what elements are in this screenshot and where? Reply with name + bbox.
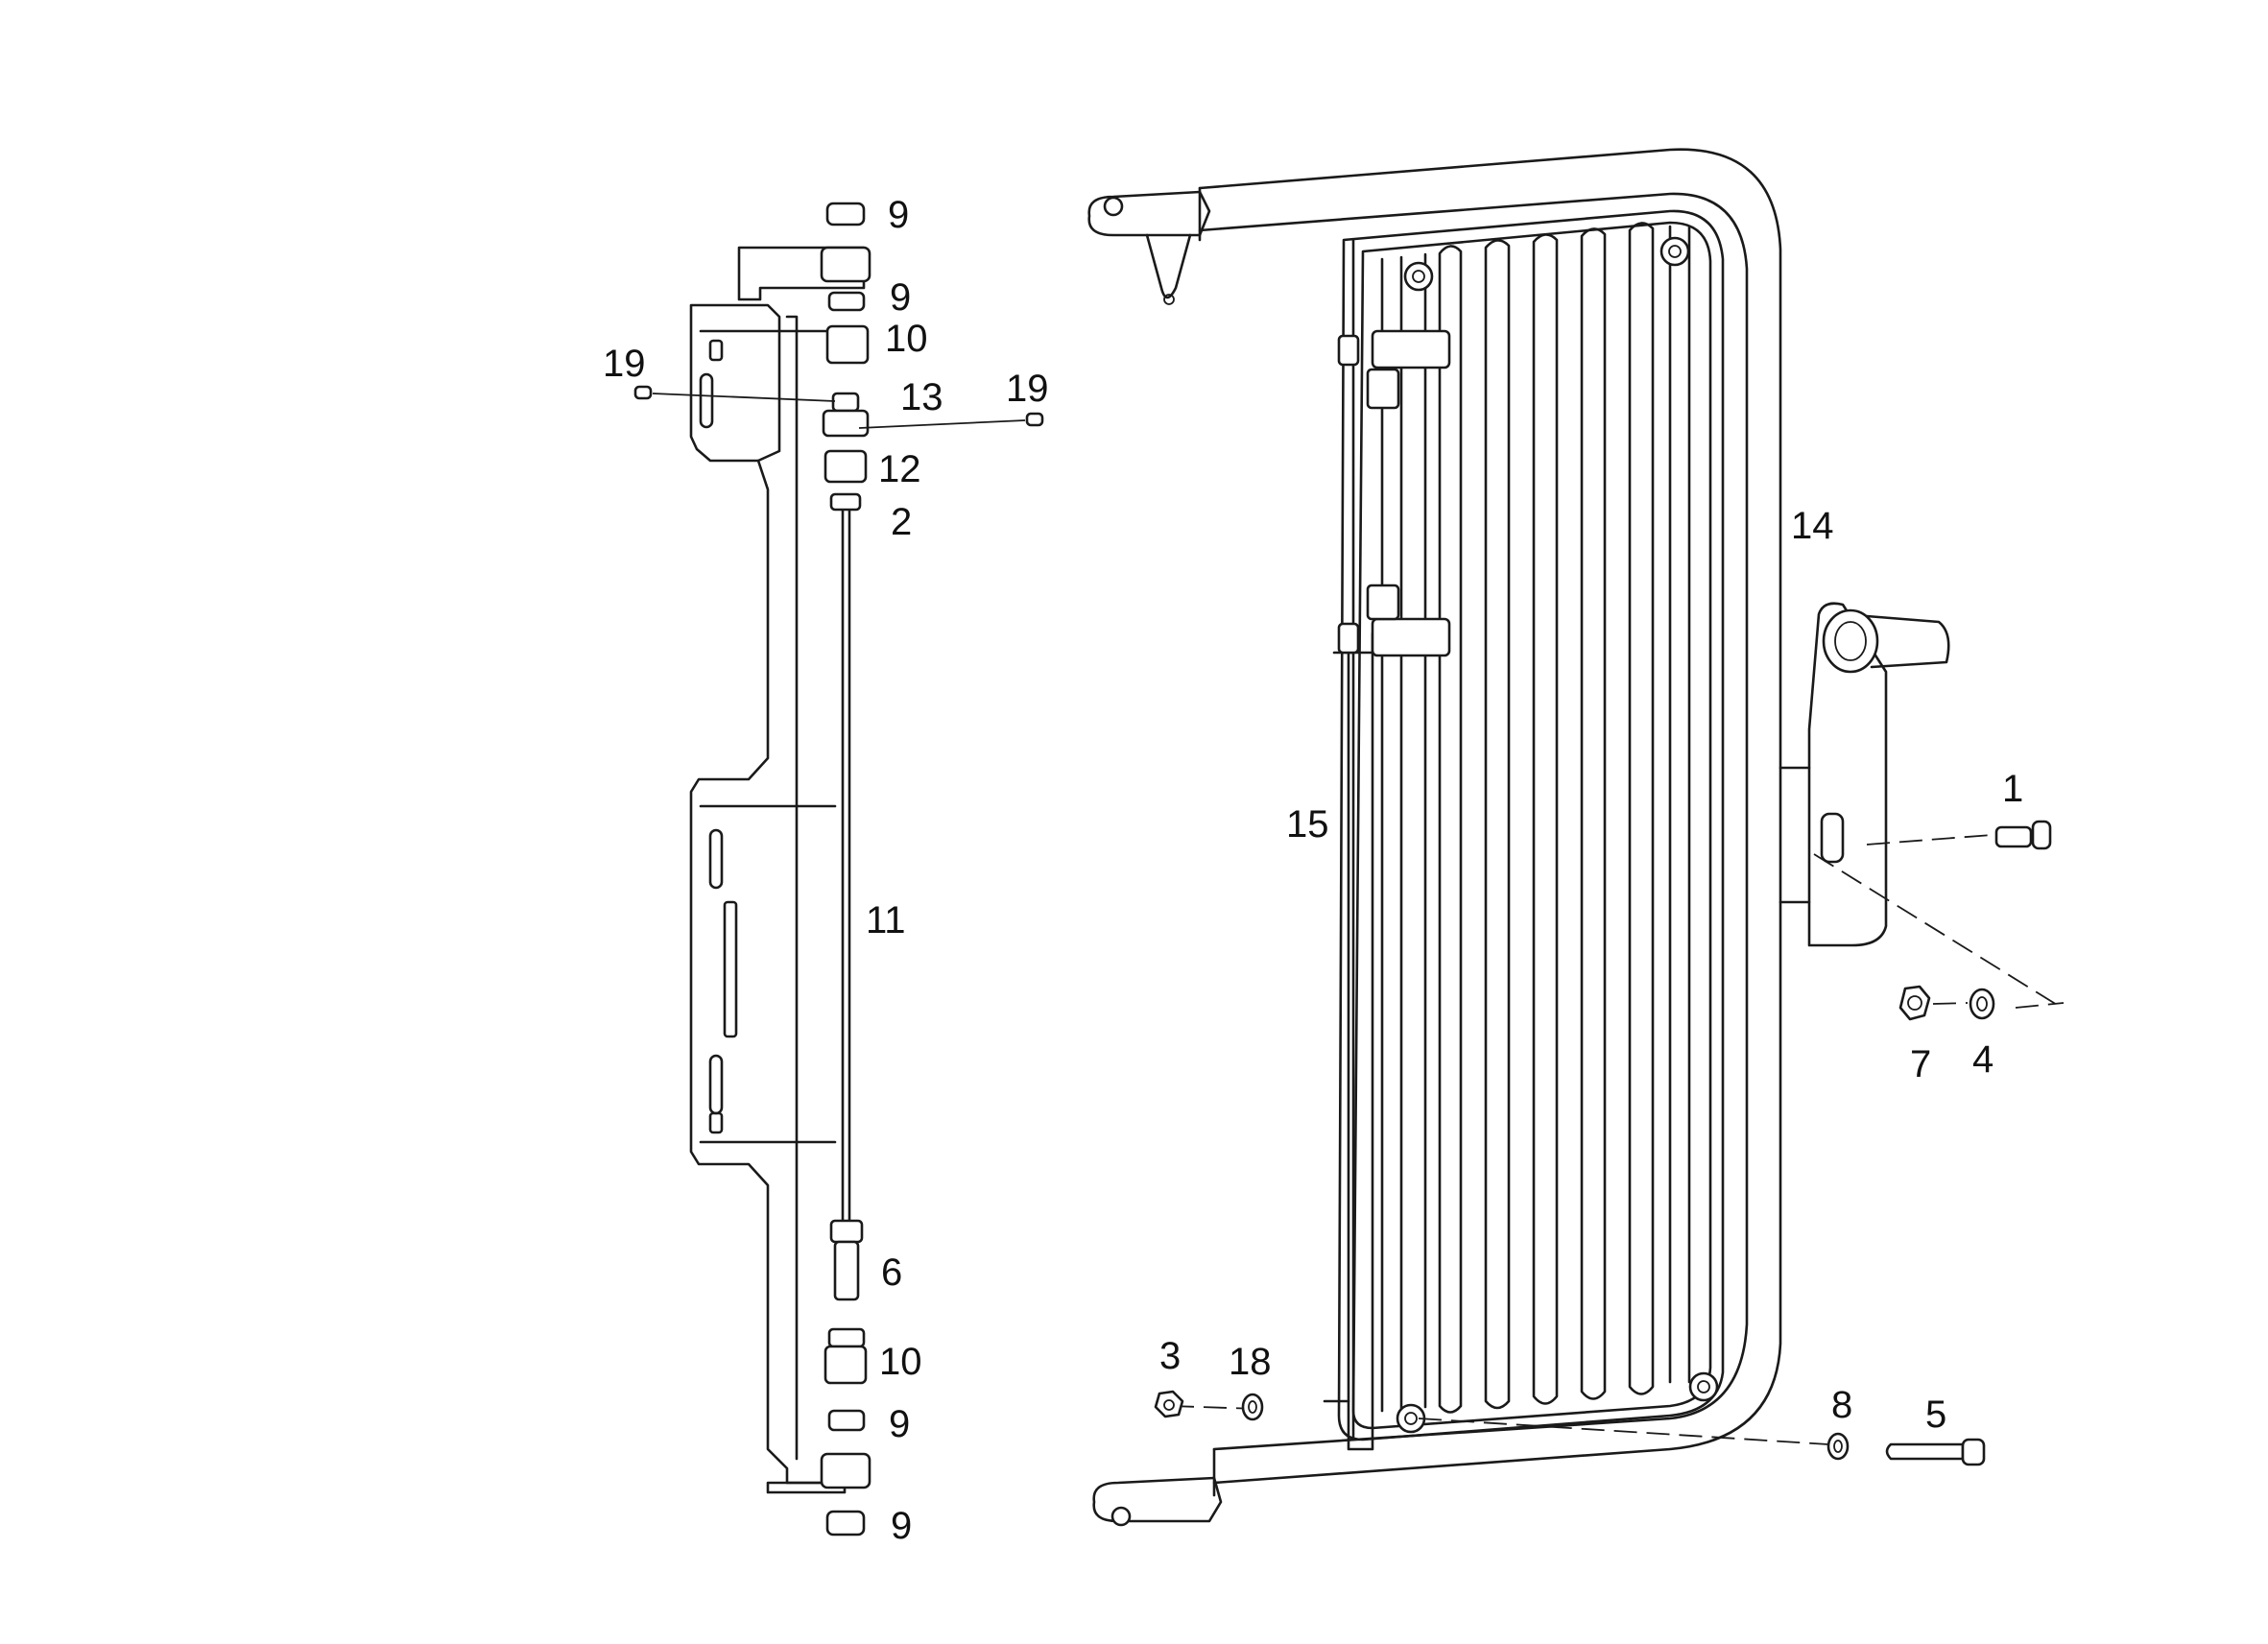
callout-10: 10 (885, 318, 928, 360)
callout-9: 9 (889, 1403, 910, 1445)
callout-19: 19 (1006, 368, 1049, 410)
callout-18: 18 (1229, 1341, 1272, 1383)
radiator-guard-frame (1087, 148, 1782, 1527)
side-bar (1323, 329, 1451, 1451)
callout-14: 14 (1791, 505, 1834, 547)
side-mount-bracket (1779, 602, 1950, 947)
callout-15: 15 (1286, 803, 1329, 846)
callout-8: 8 (1831, 1384, 1852, 1426)
callout-9: 9 (890, 276, 911, 319)
callout-10: 10 (879, 1341, 922, 1383)
callout-2: 2 (891, 501, 912, 543)
rod-assembly (633, 202, 1044, 1537)
callout-5: 5 (1925, 1394, 1946, 1436)
callout-6: 6 (881, 1251, 902, 1294)
callout-labels: 9 9 10 19 13 19 12 2 11 6 10 9 9 14 15 1… (603, 194, 2023, 1547)
callout-11: 11 (866, 899, 906, 941)
callout-9: 9 (891, 1505, 912, 1547)
callout-4: 4 (1972, 1038, 1993, 1081)
callout-3: 3 (1159, 1335, 1181, 1377)
callout-1: 1 (2002, 768, 2023, 810)
radiator-fins (1380, 222, 1691, 1414)
mounting-bracket (689, 246, 866, 1494)
hardware-fasteners (1154, 820, 2065, 1466)
radiator-core (1337, 209, 1725, 1441)
callout-13: 13 (900, 376, 943, 418)
callout-7: 7 (1910, 1043, 1931, 1085)
callout-19: 19 (603, 343, 646, 385)
callout-9: 9 (888, 194, 909, 236)
callout-12: 12 (878, 448, 921, 490)
